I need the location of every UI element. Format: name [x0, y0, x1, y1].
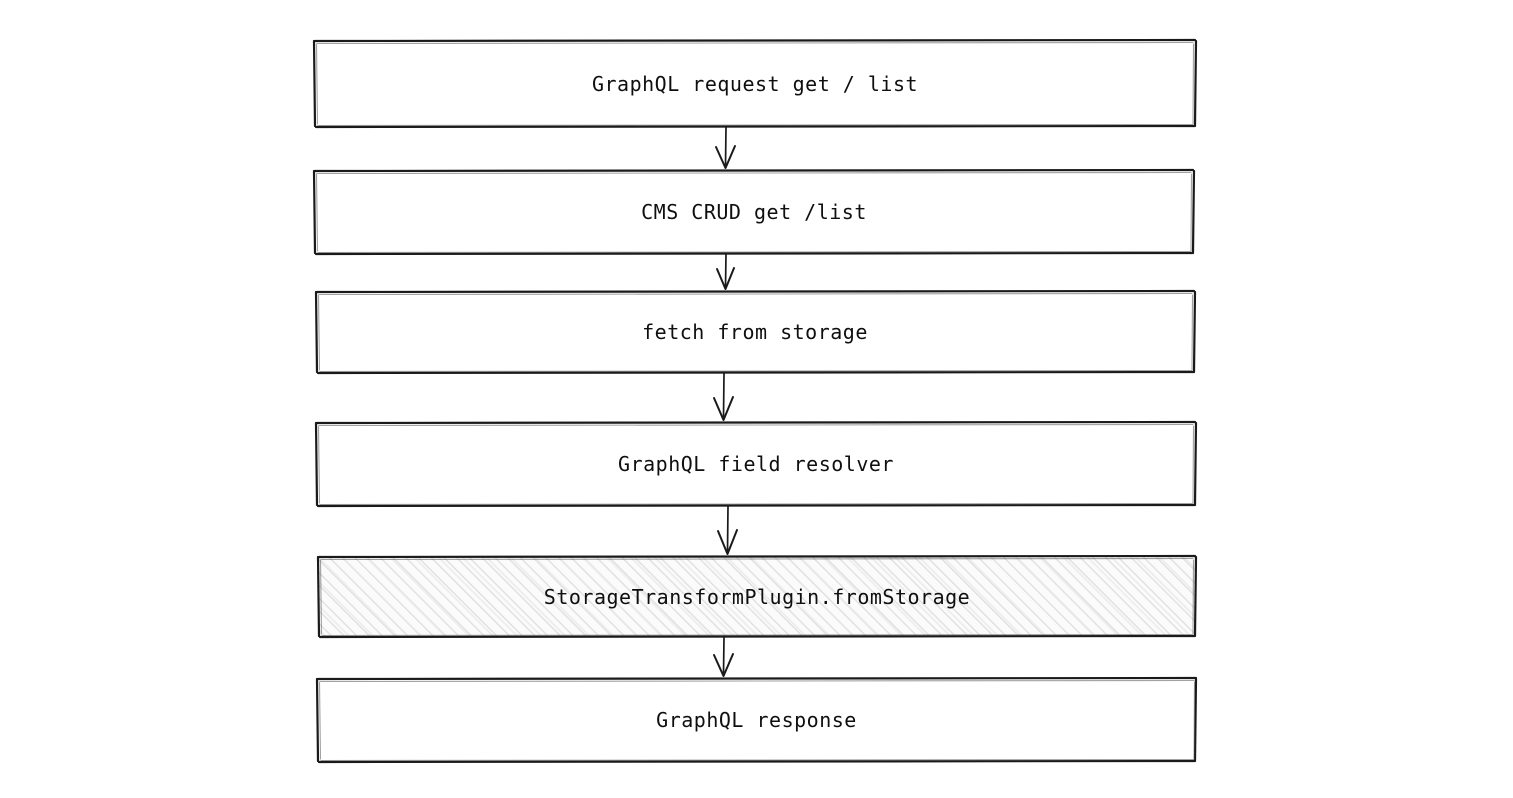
edge-fetch-from-storage-to-graphql-field-resolver [713, 372, 734, 421]
node-graphql-response[interactable] [315, 676, 1198, 764]
node-storage-transform-plugin[interactable] [316, 554, 1198, 639]
node-graphql-field-resolver[interactable] [314, 420, 1198, 508]
nodes-layer [312, 38, 1198, 764]
edge-graphql-field-resolver-to-storage-transform-plugin [717, 505, 738, 555]
edge-storage-transform-plugin-to-graphql-response [713, 636, 734, 677]
node-cms-crud[interactable] [312, 168, 1196, 256]
node-fetch-from-storage[interactable] [314, 289, 1197, 375]
edge-graphql-request-to-cms-crud [715, 126, 736, 169]
edges-layer [713, 126, 738, 677]
node-graphql-request[interactable] [312, 38, 1198, 129]
edge-cms-crud-to-fetch-from-storage [716, 253, 735, 290]
